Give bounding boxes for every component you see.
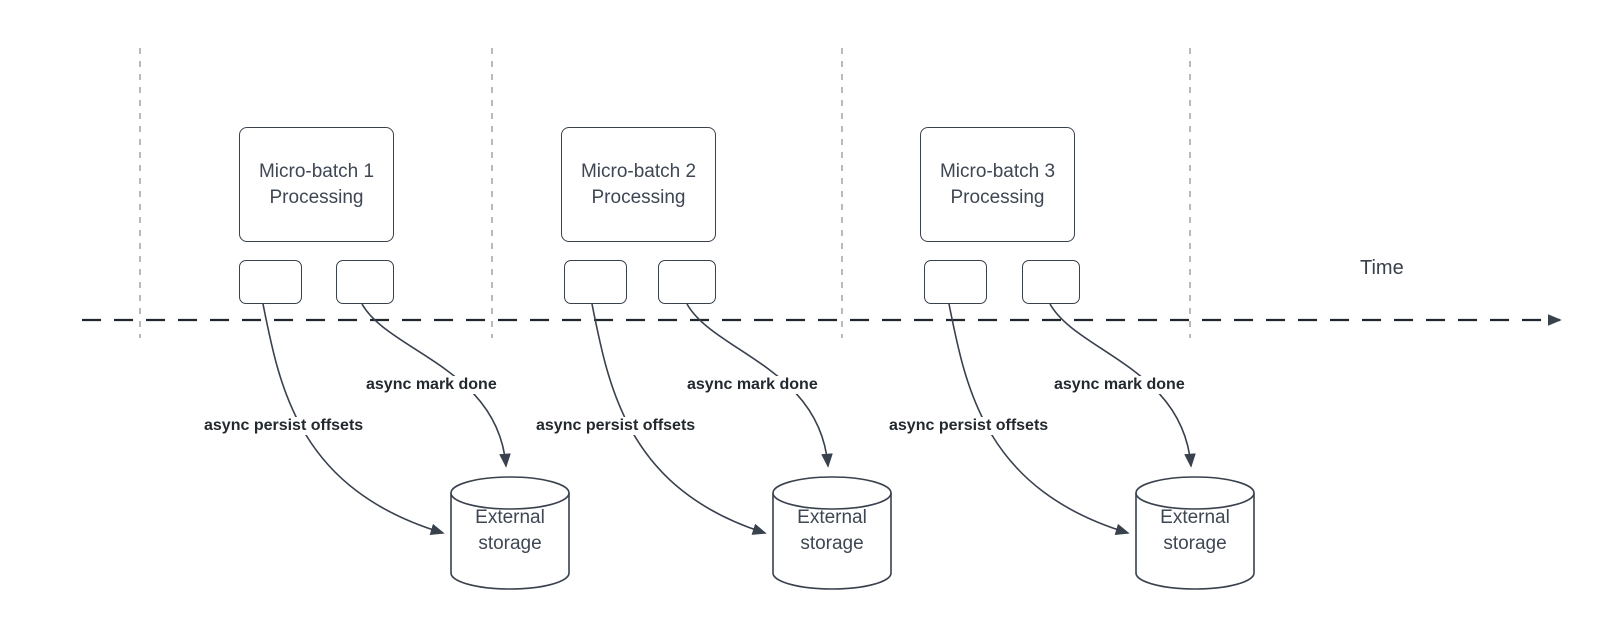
mark-done-task-box-2 xyxy=(658,260,716,304)
persist-task-box-2 xyxy=(564,260,627,304)
mark-done-label-1: async mark done xyxy=(362,376,501,394)
micro-batch-3-processing-label: Micro-batch 3 Processing xyxy=(939,160,1056,208)
mark-done-label-2: async mark done xyxy=(683,376,822,394)
micro-batch-1-processing-box: Micro-batch 1 Processing xyxy=(239,127,394,242)
storage-cylinder-1 xyxy=(450,476,570,590)
mark-done-arrow-3 xyxy=(1049,303,1196,468)
time-axis-label: Time xyxy=(1360,257,1404,279)
external-storage-label-3: External storage xyxy=(1160,507,1230,554)
persist-task-box-1 xyxy=(239,260,302,304)
persist-offsets-label-1: async persist offsets xyxy=(200,417,368,435)
storage-cylinder-2 xyxy=(772,476,892,590)
persist-offsets-label-2: async persist offsets xyxy=(532,417,700,435)
persist-offsets-label-3: async persist offsets xyxy=(885,417,1053,435)
micro-batch-2-processing-label: Micro-batch 2 Processing xyxy=(580,160,697,208)
micro-batch-3-processing-box: Micro-batch 3 Processing xyxy=(920,127,1075,242)
external-storage-label-1: External storage xyxy=(475,507,545,554)
storage-cylinder-3 xyxy=(1135,476,1255,590)
mark-done-label-3: async mark done xyxy=(1050,376,1189,394)
mark-done-task-box-1 xyxy=(336,260,394,304)
mark-done-task-box-3 xyxy=(1022,260,1080,304)
external-storage-label-2: External storage xyxy=(797,507,867,554)
mark-done-arrow-2 xyxy=(686,303,833,468)
micro-batch-2-processing-box: Micro-batch 2 Processing xyxy=(561,127,716,242)
persist-task-box-3 xyxy=(924,260,987,304)
micro-batch-1-processing-label: Micro-batch 1 Processing xyxy=(258,160,375,208)
mark-done-arrow-1 xyxy=(361,303,511,468)
